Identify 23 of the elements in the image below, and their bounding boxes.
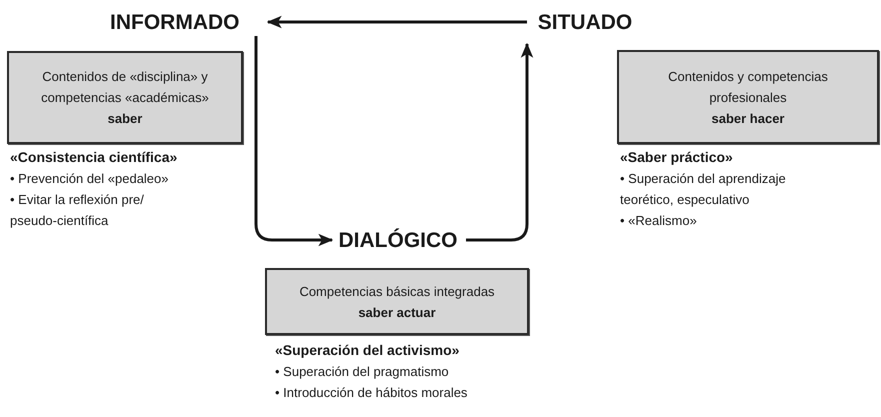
content-box — [7, 51, 243, 144]
bullet-text: • Evitar la reflexión pre/ pseudo-científica — [10, 191, 145, 230]
bullet-text: • «Realismo» — [620, 212, 698, 230]
section-heading: «Saber práctico» — [620, 148, 734, 167]
bullet-text: • Superación del aprendizaje teorético, especulativo — [620, 170, 787, 209]
section-heading: «Consistencia científica» — [10, 148, 178, 167]
arrow — [266, 16, 527, 28]
box-text: Competencias básicas integradas — [299, 282, 495, 301]
box-keyword: saber hacer — [712, 110, 784, 128]
arrow — [254, 36, 334, 246]
box-text: Contenidos de «disciplina» y competencias «académicas» — [40, 68, 210, 107]
bullet-text: • Introducción de hábitos morales — [275, 384, 468, 402]
content-box — [265, 268, 529, 335]
box-keyword: saber actuar — [358, 304, 436, 322]
stage-label: DIALÓGICO — [340, 226, 456, 254]
stage-label: INFORMADO — [110, 8, 262, 36]
arrow — [466, 42, 534, 242]
section-heading: «Superación del activismo» — [275, 341, 460, 360]
bullet-text: • Superación del pragmatismo — [275, 363, 450, 381]
box-keyword: saber — [108, 110, 142, 128]
content-box — [617, 50, 879, 144]
stage-label: SITUADO — [535, 8, 635, 36]
bullet-text: • Prevención del «pedaleo» — [10, 170, 170, 188]
